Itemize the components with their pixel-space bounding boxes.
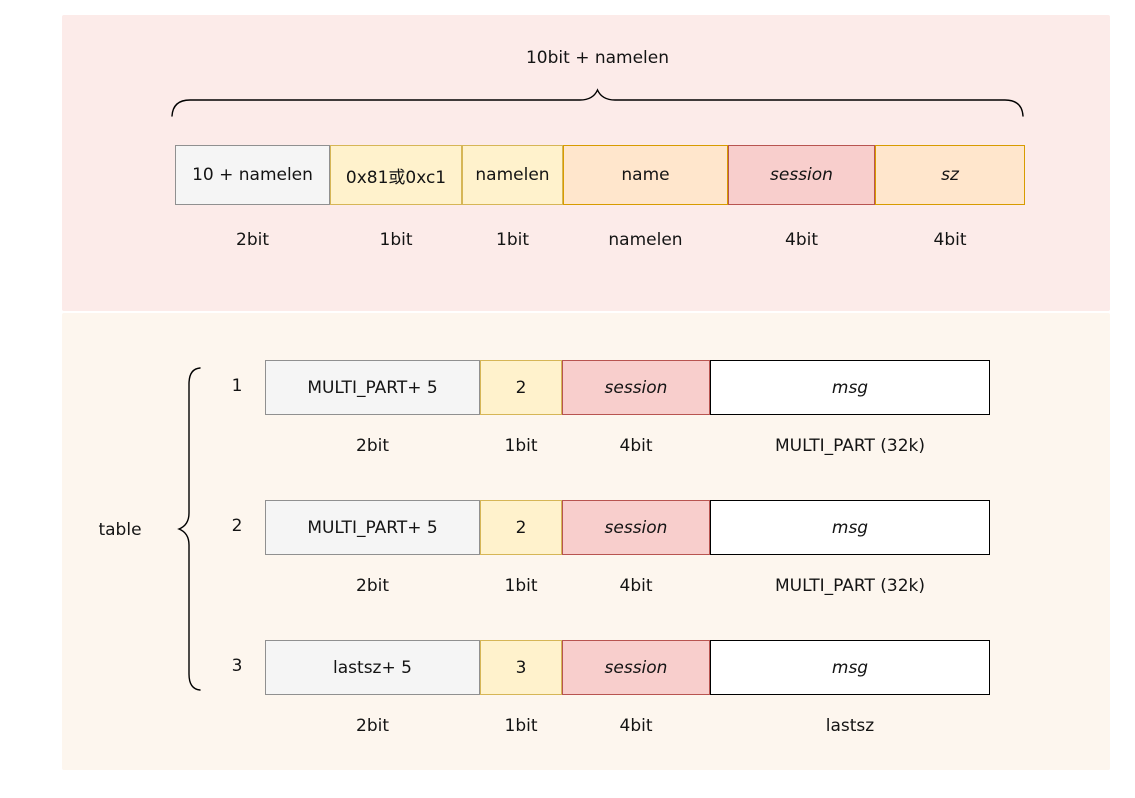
row-1-sublabel-session: 4bit <box>619 436 653 456</box>
row-1-cell-session: session <box>562 360 710 415</box>
row-2-cell-session: session <box>562 500 710 555</box>
top-sublabel-sz: 4bit <box>933 230 967 250</box>
top-brace <box>171 88 1024 117</box>
table-brace <box>177 367 201 691</box>
top-sublabel-namelen: 1bit <box>496 230 529 250</box>
row-3-sublabel-msg: lastsz <box>825 716 875 736</box>
table-group-label: table <box>98 520 142 540</box>
top-cell-sz: sz <box>875 145 1025 205</box>
row-3-cell-part: lastsz+ 5 <box>265 640 480 695</box>
row-2-sublabel-flag: 1bit <box>504 576 538 596</box>
top-cell-name: name <box>563 145 728 205</box>
top-sublabel-name: namelen <box>608 230 683 250</box>
row-2-sublabel-part: 2bit <box>356 576 389 596</box>
top-cell-session: session <box>728 145 875 205</box>
row-3-number: 3 <box>231 656 243 676</box>
row-1-sublabel-flag: 1bit <box>504 436 538 456</box>
row-2-cell-msg: msg <box>710 500 990 555</box>
top-sublabel-magic: 1bit <box>379 230 413 250</box>
row-1-sublabel-part: 2bit <box>356 436 389 456</box>
row-2-cell-part: MULTI_PART+ 5 <box>265 500 480 555</box>
row-2-cell-flag: 2 <box>480 500 562 555</box>
row-3-sublabel-session: 4bit <box>619 716 653 736</box>
row-1-number: 1 <box>231 376 243 396</box>
row-1-sublabel-msg: MULTI_PART (32k) <box>774 436 926 456</box>
top-cell-header-size: 10 + namelen <box>175 145 330 205</box>
top-sublabel-header-size: 2bit <box>236 230 269 250</box>
row-3-cell-session: session <box>562 640 710 695</box>
row-3-cell-flag: 3 <box>480 640 562 695</box>
row-2-number: 2 <box>231 516 243 536</box>
row-2-sublabel-session: 4bit <box>619 576 653 596</box>
top-cell-magic: 0x81或0xc1 <box>330 145 462 205</box>
row-1-cell-part: MULTI_PART+ 5 <box>265 360 480 415</box>
top-cell-namelen: namelen <box>462 145 563 205</box>
row-3-sublabel-part: 2bit <box>356 716 389 736</box>
row-1-cell-flag: 2 <box>480 360 562 415</box>
top-sublabel-session: 4bit <box>785 230 818 250</box>
top-brace-title: 10bit + namelen <box>525 48 670 68</box>
row-1-cell-msg: msg <box>710 360 990 415</box>
row-2-sublabel-msg: MULTI_PART (32k) <box>774 576 926 596</box>
row-3-cell-msg: msg <box>710 640 990 695</box>
row-3-sublabel-flag: 1bit <box>504 716 538 736</box>
